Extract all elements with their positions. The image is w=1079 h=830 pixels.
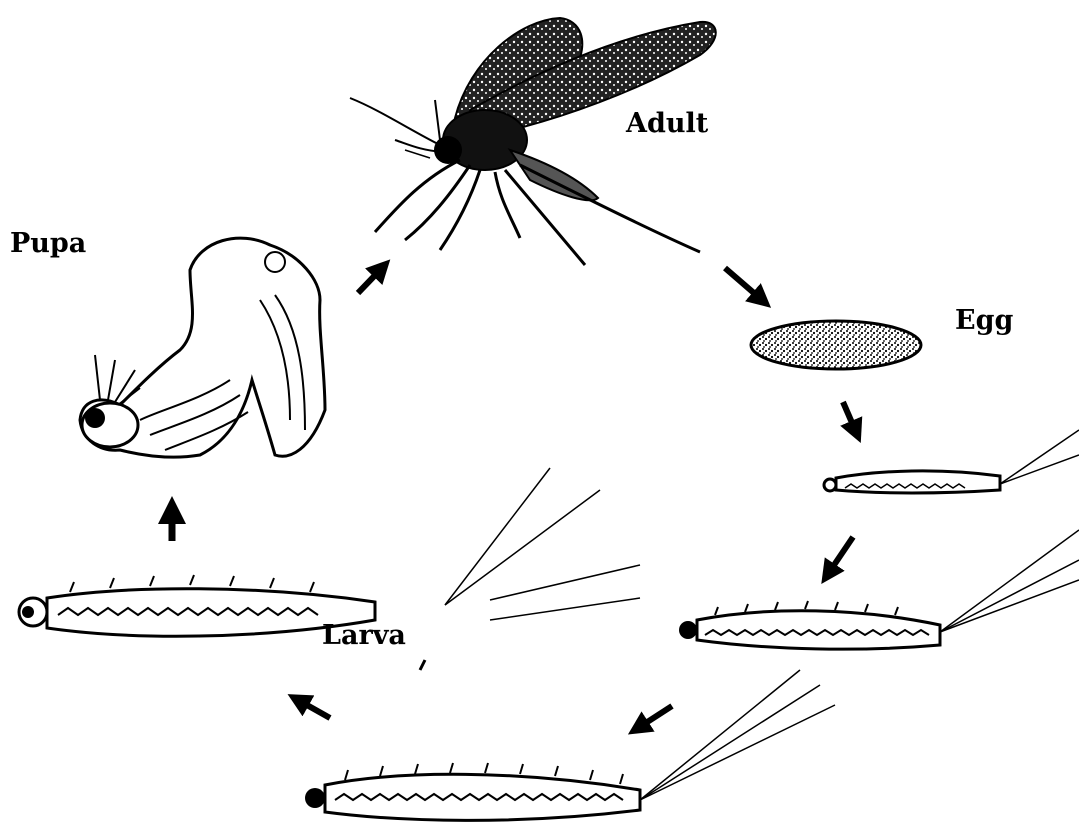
stage-label-larva: Larva: [322, 620, 406, 651]
arrow-egg-to-larva-1: [843, 402, 856, 432]
stage-label-pupa: Pupa: [10, 228, 86, 259]
larva-stage-1-illustration: [824, 430, 1079, 493]
larva-stage-2-illustration: [679, 530, 1079, 649]
arrow-adult-to-egg: [725, 268, 762, 300]
arrow-larva-1-to-larva-2: [828, 537, 853, 574]
arrow-pupa-to-adult: [358, 268, 382, 293]
stage-label-adult: Adult: [626, 108, 708, 139]
egg-illustration: [751, 321, 921, 369]
stage-label-egg: Egg: [955, 305, 1013, 336]
arrow-larva-3-to-larva-4: [298, 700, 330, 718]
adult-mosquito-illustration: [350, 18, 716, 265]
arrow-larva-2-to-larva-3: [638, 706, 672, 728]
larva-stage-3-illustration: [305, 670, 835, 820]
pupa-illustration: [80, 238, 325, 457]
